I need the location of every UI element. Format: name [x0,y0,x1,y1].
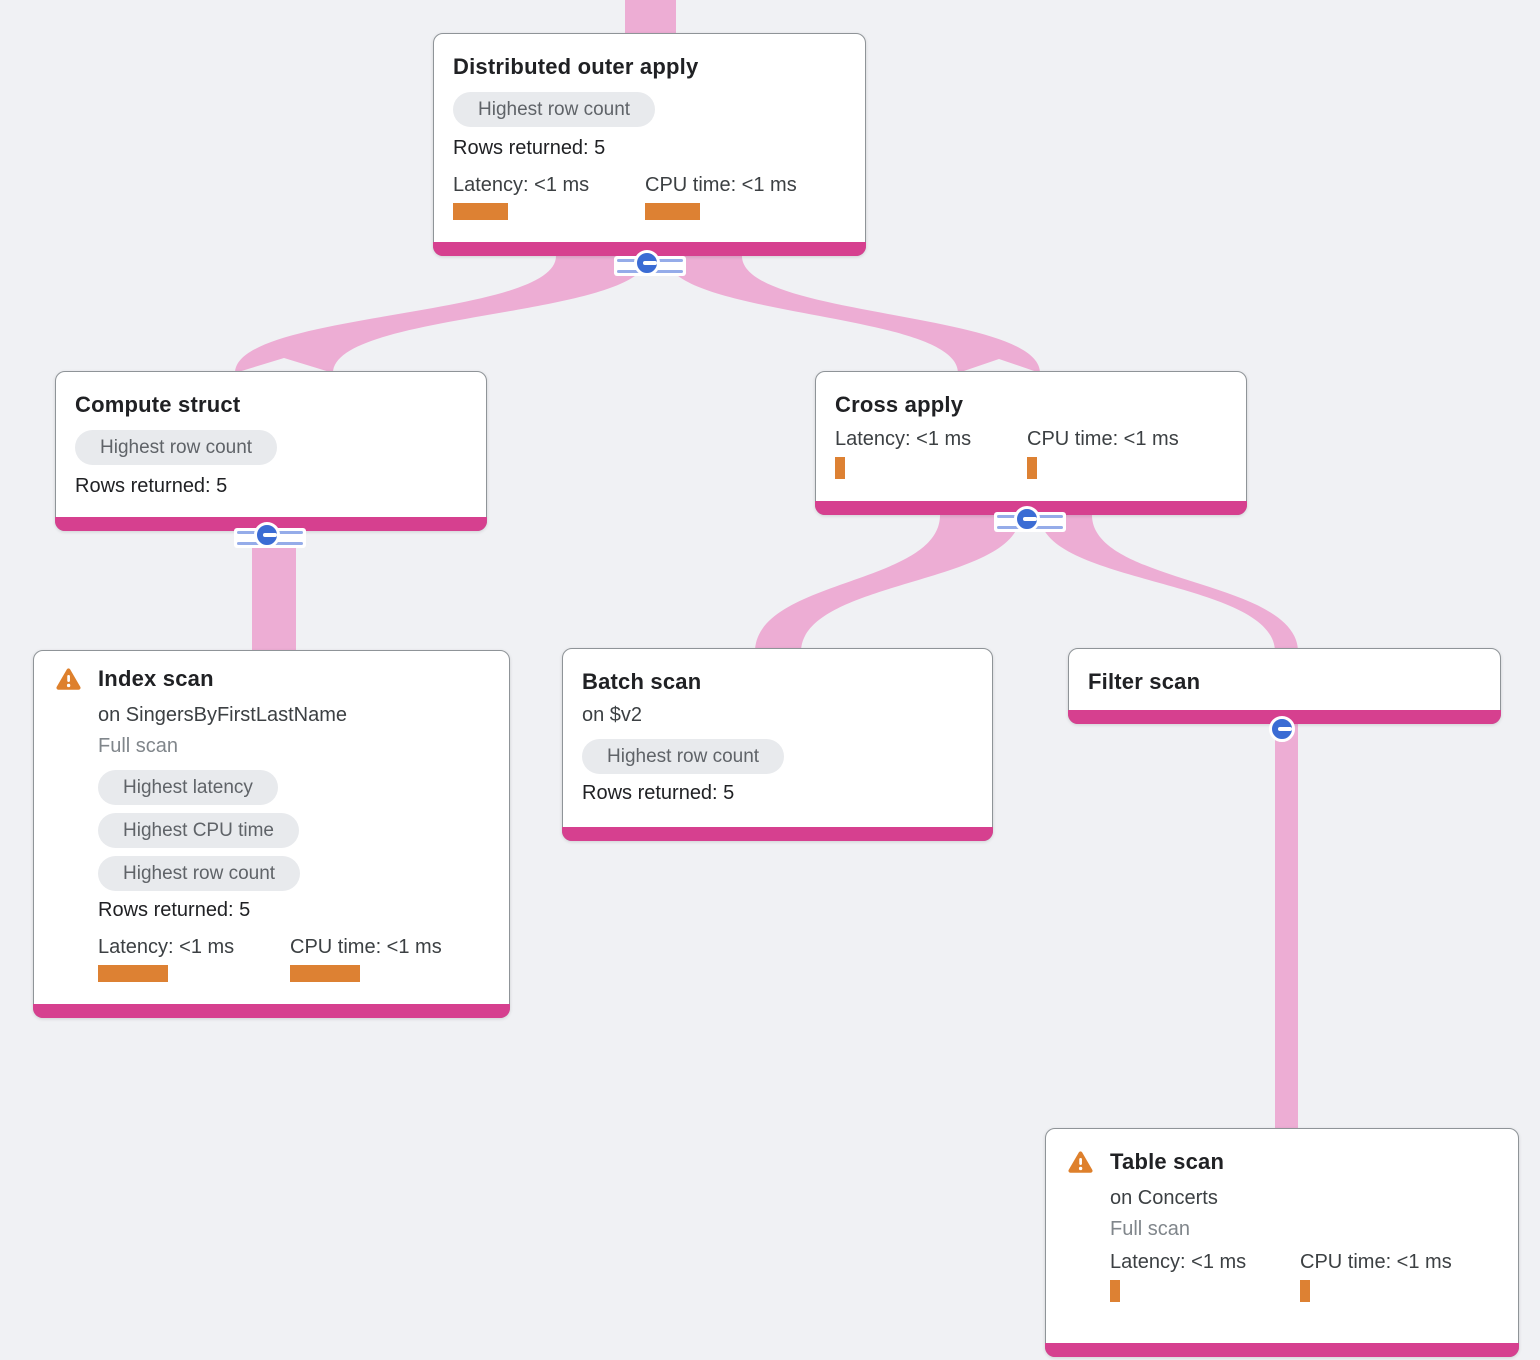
node-table-scan[interactable]: Table scan on Concerts Full scan Latency… [1045,1128,1519,1357]
cpu-time-label: CPU time: <1 ms [1300,1251,1452,1273]
rows-returned-label: Rows returned: 5 [453,137,606,159]
cpu-time-bar [290,965,360,982]
node-title: Table scan [1110,1149,1225,1174]
node-title: Compute struct [75,392,241,417]
node-compute-struct[interactable]: Compute struct Highest row count Rows re… [55,371,487,531]
link-crossapply-filterscan [1040,515,1298,652]
link-outerapply-crossapply [666,256,1040,373]
rows-returned-label: Rows returned: 5 [98,899,251,921]
cpu-time-bar [1027,457,1037,479]
full-scan-label: Full scan [98,735,179,757]
node-accent-bar [433,242,866,256]
node-title: Filter scan [1088,669,1201,694]
scan-target-label: on SingersByFirstLastName [98,704,347,726]
cpu-time-label: CPU time: <1 ms [1027,428,1179,450]
latency-label: Latency: <1 ms [835,428,972,450]
node-title: Index scan [98,666,214,691]
link-filterscan-tablescan [1275,724,1298,1140]
warning-icon [56,667,81,690]
node-accent-bar [33,1004,510,1018]
cpu-time-bar [645,203,700,220]
latency-bar [835,457,845,479]
rows-returned-label: Rows returned: 5 [75,475,228,497]
link-computestruct-indexscan [252,531,296,660]
node-accent-bar [1045,1343,1519,1357]
scan-target-label: on $v2 [582,704,643,726]
node-title: Cross apply [835,392,964,417]
minus-icon [1269,716,1295,742]
cpu-time-label: CPU time: <1 ms [290,936,442,958]
node-cross-apply[interactable]: Cross apply Latency: <1 ms CPU time: <1 … [815,371,1247,515]
latency-bar [98,965,168,982]
link-outerapply-computestruct [235,256,648,373]
node-filter-scan[interactable]: Filter scan [1068,648,1501,724]
node-title: Batch scan [582,669,702,694]
latency-label: Latency: <1 ms [98,936,235,958]
cpu-time-label: CPU time: <1 ms [645,174,797,196]
node-batch-scan[interactable]: Batch scan on $v2 Highest row count Rows… [562,648,993,841]
rows-returned-label: Rows returned: 5 [582,782,735,804]
latency-bar [1110,1280,1120,1302]
badge-highest-latency: Highest latency [98,770,278,805]
cpu-time-bar [1300,1280,1310,1302]
badge-highest-cpu-time: Highest CPU time [98,813,299,848]
minus-icon [1014,506,1040,532]
node-accent-bar [562,827,993,841]
full-scan-label: Full scan [1110,1218,1191,1240]
latency-label: Latency: <1 ms [1110,1251,1247,1273]
latency-bar [453,203,508,220]
minus-icon [254,522,280,548]
minus-icon [634,250,660,276]
badge-highest-row-count: Highest row count [98,856,301,891]
badge-highest-row-count: Highest row count [453,92,656,127]
latency-label: Latency: <1 ms [453,174,590,196]
node-index-scan[interactable]: Index scan on SingersByFirstLastName Ful… [33,650,510,1018]
node-distributed-outer-apply[interactable]: Distributed outer apply Highest row coun… [433,33,866,256]
scan-target-label: on Concerts [1110,1187,1218,1209]
node-title: Distributed outer apply [453,54,699,79]
warning-icon [1068,1150,1093,1173]
badge-highest-row-count: Highest row count [75,430,278,465]
badge-highest-row-count: Highest row count [582,739,785,774]
link-crossapply-batchscan [755,515,1020,652]
